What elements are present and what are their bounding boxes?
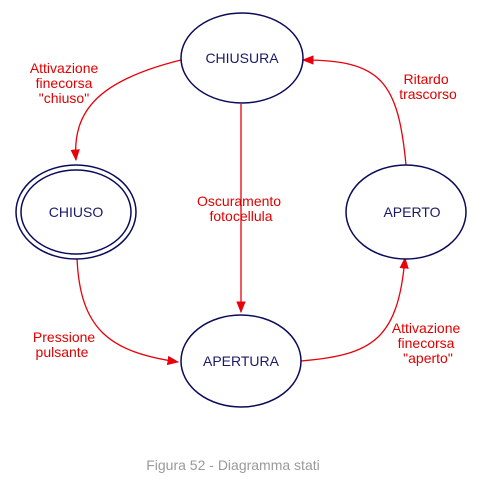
state-apertura: APERTURA bbox=[180, 314, 302, 408]
edge-apertura-to-aperto bbox=[300, 256, 409, 362]
state-chiuso: CHIUSO bbox=[15, 164, 137, 260]
edge-label-line: fotocellula bbox=[209, 208, 272, 224]
edge-label-line: trascorso bbox=[399, 86, 457, 102]
edge-label-apertura-to-aperto: Attivazione finecorsa "aperto" bbox=[392, 320, 464, 366]
figure-caption: Figura 52 - Diagramma stati bbox=[146, 457, 320, 473]
edge-label-line: finecorsa bbox=[398, 335, 455, 351]
edge-label-line: "chiuso" bbox=[39, 90, 89, 106]
edge-label-line: finecorsa bbox=[36, 75, 93, 91]
edge-label-line: pulsante bbox=[36, 344, 89, 360]
edge-label-line: Attivazione bbox=[30, 60, 99, 76]
edge-label-line: Pressione bbox=[33, 329, 95, 345]
edge-label-aperto-to-chiusura: Ritardo trascorso bbox=[399, 71, 457, 102]
edge-label-chiusura-to-apertura: Oscuramento fotocellula bbox=[197, 193, 285, 224]
edge-chiusura-to-chiuso bbox=[70, 59, 182, 162]
state-chiusura: CHIUSURA bbox=[180, 12, 304, 104]
state-chiusura-label: CHIUSURA bbox=[205, 50, 279, 66]
edge-label-line: Oscuramento bbox=[197, 193, 281, 209]
edge-label-line: Ritardo bbox=[403, 71, 448, 87]
edge-label-chiusura-to-chiuso: Attivazione finecorsa "chiuso" bbox=[30, 60, 102, 106]
edge-label-line: "aperto" bbox=[403, 350, 453, 366]
state-chiuso-label: CHIUSO bbox=[49, 204, 104, 220]
state-aperto: APERTO bbox=[345, 164, 467, 260]
edge-aperto-to-chiusura bbox=[301, 55, 407, 166]
edge-chiuso-to-apertura bbox=[76, 257, 180, 366]
state-apertura-label: APERTURA bbox=[203, 353, 280, 369]
edge-label-chiuso-to-apertura: Pressione pulsante bbox=[33, 329, 99, 360]
edge-label-line: Attivazione bbox=[392, 320, 461, 336]
state-aperto-label: APERTO bbox=[383, 204, 440, 220]
